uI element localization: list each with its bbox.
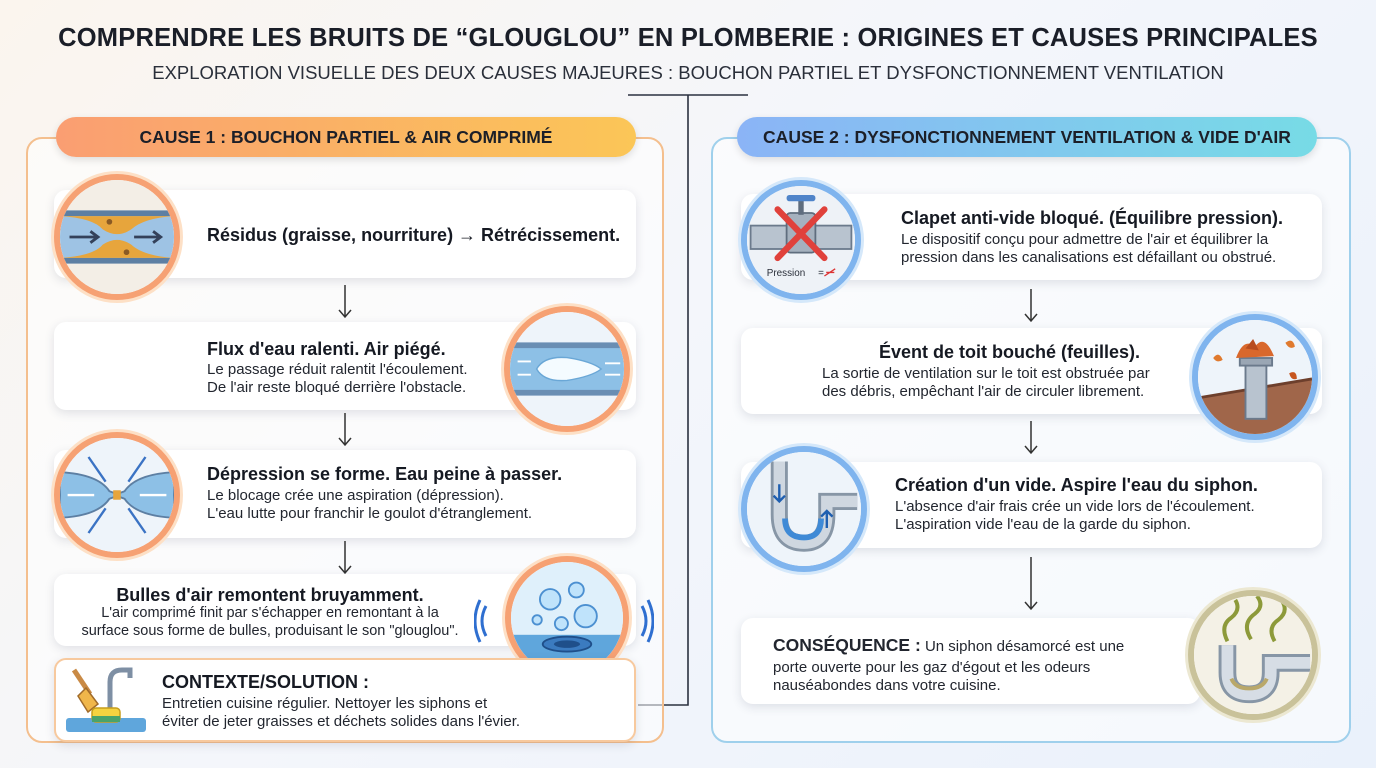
consequence-line-3: nauséabondes dans votre cuisine. [773,677,1001,694]
cause-1-step-3-line-1: Le blocage crée une aspiration (dépressi… [207,487,504,504]
cause-1-step-2-line-1: Le passage réduit ralentit l'écoulement. [207,361,468,378]
solution-title: CONTEXTE/SOLUTION : [162,672,369,692]
cause-1-step-3-title: Dépression se forme. Eau peine à passer. [207,464,563,484]
cause-1-step-4-title: Bulles d'air remontent bruyamment. [116,585,424,605]
consequence-line-1-row: CONSÉQUENCE : Un siphon désamorcé est un… [773,636,1124,657]
cause-2-step-3-line-1: L'absence d'air frais crée un vide lors … [895,498,1255,515]
cause-2-step-2-title: Évent de toit bouché (feuilles). [879,342,1141,362]
down-arrow-icon [1024,421,1038,455]
cause-2-step-2-line-1: La sortie de ventilation sur le toit est… [822,365,1150,382]
siphon-vacuum-icon [741,446,867,572]
solution-line-2: éviter de jeter graisses et déchets soli… [162,713,521,730]
roof-vent-leaves-icon [1192,314,1318,440]
cause-2-step-1-line-1: Le dispositif conçu pour admettre de l'a… [901,231,1269,248]
sewer-gas-trap-icon [1188,590,1318,720]
pressure-constriction-icon [54,432,180,558]
svg-text:=: = [818,268,824,279]
down-arrow-icon [338,285,352,319]
consequence-label: CONSÉQUENCE : [773,635,921,655]
solution-card [54,658,636,742]
down-arrow-icon [1024,557,1038,611]
solution-line-1: Entretien cuisine régulier. Nettoyer les… [162,695,488,712]
cause-2-step-3-line-2: L'aspiration vide l'eau de la garde du s… [895,516,1191,533]
cause-2-step-1-line-2: pression dans les canalisations est défa… [901,249,1277,266]
down-arrow-icon [338,413,352,447]
page-subtitle: EXPLORATION VISUELLE DES DEUX CAUSES MAJ… [152,62,1224,83]
cause-2-step-2-line-2: des débris, empêchant l'air de circuler … [822,383,1145,400]
consequence-card [741,618,1200,704]
consequence-line-2: porte ouverte pour les gaz d'égout et le… [773,659,1091,676]
cause-2-step-1-title: Clapet anti-vide bloqué. (Équilibre pres… [901,208,1284,228]
down-arrow-icon [1024,289,1038,323]
svg-text:Pression: Pression [767,268,805,279]
trapped-air-pipe-icon [504,306,630,432]
cleaning-tools-icon [66,667,146,732]
cause-2-step-3-title: Création d'un vide. Aspire l'eau du siph… [895,475,1258,495]
cause-1-step-1-title: Résidus (graisse, nourriture) → Rétrécis… [207,225,621,245]
blocked-valve-icon: Pression = [741,180,861,300]
cause-1-step-4-line-1: L'air comprimé finit par s'échapper en r… [101,605,439,621]
down-arrow-icon [338,541,352,575]
clogged-pipe-icon [54,174,180,300]
cause-2-heading: CAUSE 2 : DYSFONCTIONNEMENT VENTILATION … [737,117,1317,157]
cause-1-step-2-line-2: De l'air reste bloqué derrière l'obstacl… [207,379,467,396]
cause-1-heading: CAUSE 1 : BOUCHON PARTIEL & AIR COMPRIMÉ [56,117,636,157]
cause-1-step-2-title: Flux d'eau ralenti. Air piégé. [207,339,446,359]
cause-1-step-4-line-2: surface sous forme de bulles, produisant… [81,623,459,639]
cause-1-step-3-line-2: L'eau lutte pour franchir le goulot d'ét… [207,505,533,522]
consequence-line-1: Un siphon désamorcé est une [924,638,1125,655]
page-title: COMPRENDRE LES BRUITS DE “GLOUGLOU” EN P… [58,24,1318,52]
sound-waves-icon [474,599,654,643]
